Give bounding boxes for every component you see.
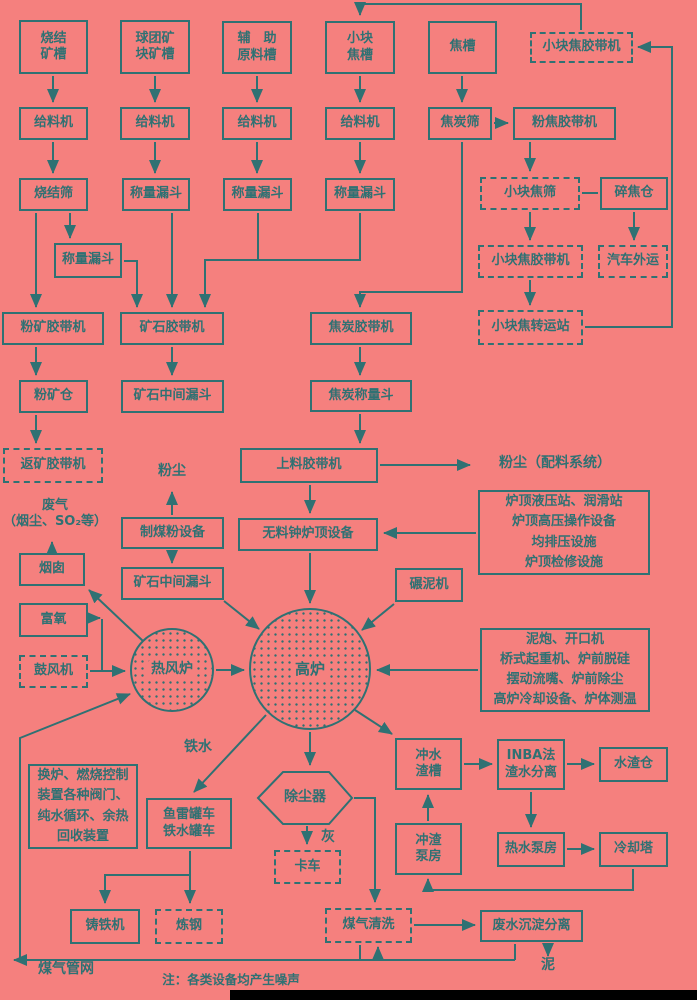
node-hot-water-pump-house: 热水泵房	[497, 832, 565, 867]
node-pellet-lump-ore-bin: 球团矿 块矿槽	[120, 20, 190, 74]
label-noise-note: 注：各类设备均产生噪声	[162, 972, 300, 988]
node-ore-middle-hopper-2: 矿石中间漏斗	[121, 567, 224, 600]
node-sinter-ore-bin: 烧结 矿槽	[19, 20, 88, 74]
node-feeder-2: 给料机	[120, 107, 190, 140]
node-stove-control-equipment: 换炉、燃烧控制 装置各种阀门、 纯水循环、余热 回收装置	[28, 764, 138, 849]
node-water-slag-bunker: 水渣仓	[599, 747, 668, 782]
node-feeder-4: 给料机	[325, 107, 395, 140]
node-ore-belt: 矿石胶带机	[120, 312, 224, 345]
node-feeder-3: 给料机	[222, 107, 292, 140]
node-bell-less-top-equipment: 无料钟炉顶设备	[238, 518, 378, 551]
node-oxygen-enrichment: 富氧	[19, 603, 88, 637]
node-small-coke-transfer-station: 小块焦转运站	[478, 310, 583, 345]
node-torpedo-ladle-car: 鱼雷罐车 铁水罐车	[146, 798, 232, 849]
label-waste-gas: 废气 （烟尘、SO₂等）	[2, 497, 108, 529]
node-fine-coke-belt: 粉焦胶带机	[513, 107, 616, 140]
node-small-coke-belt-top: 小块焦胶带机	[530, 32, 633, 63]
node-small-coke-screen: 小块焦筛	[480, 177, 580, 210]
node-return-ore-belt: 返矿胶带机	[3, 448, 103, 483]
node-truck-transport: 汽车外运	[598, 245, 668, 278]
node-pig-casting-machine: 铸铁机	[70, 909, 140, 944]
node-small-coke-bin: 小块 焦槽	[325, 21, 395, 74]
node-inba-slag-water-separation: INBA法 渣水分离	[497, 739, 565, 790]
node-feeder-1: 给料机	[19, 107, 88, 140]
node-chimney: 烟囱	[19, 553, 85, 586]
node-aux-material-bin: 辅 助 原料槽	[222, 21, 292, 74]
label-mud: 泥	[541, 957, 555, 974]
node-gas-cleaning: 煤气清洗	[325, 908, 412, 943]
label-gas-pipe-network: 煤气管网	[38, 961, 94, 978]
node-crushed-coke-bunker: 碎焦仓	[600, 177, 668, 210]
node-coal-powder-plant: 制煤粉设备	[121, 517, 224, 549]
node-weigh-hopper-1: 称量漏斗	[122, 178, 190, 211]
node-blower: 鼓风机	[19, 655, 88, 688]
node-dust-catcher: 除尘器	[284, 789, 326, 806]
node-coke-weigh-hopper: 焦炭称量斗	[310, 380, 412, 412]
label-dust-batching-system: 粉尘（配料系统）	[499, 455, 611, 472]
node-fine-ore-bunker: 粉矿仓	[19, 380, 88, 413]
label-hot-metal: 铁水	[184, 739, 212, 756]
label-ash: 灰	[321, 829, 335, 846]
node-sinter-screen: 烧结筛	[19, 178, 88, 211]
label-dust: 粉尘	[158, 463, 186, 480]
node-blast-furnace: 高炉	[249, 608, 371, 730]
node-coke-screen: 焦炭筛	[428, 107, 492, 140]
node-cooling-tower: 冷却塔	[599, 832, 668, 867]
node-furnace-front-equipment: 泥炮、开口机 桥式起重机、炉前脱硅 摆动流嘴、炉前除尘 高炉冷却设备、炉体测温	[480, 628, 650, 712]
node-slag-flush-tank: 冲水 渣槽	[395, 738, 462, 790]
node-steelmaking: 炼钢	[155, 909, 223, 944]
node-coke-bin: 焦槽	[428, 21, 497, 74]
node-weigh-hopper-3: 称量漏斗	[325, 178, 395, 211]
node-slag-flush-pump-house: 冲渣 泵房	[395, 823, 462, 875]
node-charging-belt: 上料胶带机	[240, 448, 378, 483]
node-furnace-top-equipment: 炉顶液压站、润滑站 炉顶高压操作设备 均排压设施 炉顶检修设施	[478, 490, 650, 575]
node-weigh-hopper-2: 称量漏斗	[223, 178, 292, 211]
node-fine-ore-belt: 粉矿胶带机	[2, 312, 104, 345]
node-coke-belt: 焦炭胶带机	[310, 312, 412, 345]
node-hot-blast-stove: 热风炉	[130, 628, 214, 712]
node-weigh-hopper-sinter: 称量漏斗	[54, 243, 122, 278]
node-mud-mill: 碾泥机	[395, 568, 463, 602]
node-ore-middle-hopper-1: 矿石中间漏斗	[121, 380, 224, 413]
footer-black-bar	[230, 990, 697, 1000]
node-truck: 卡车	[274, 850, 341, 884]
node-wastewater-settling-separation: 废水沉淀分离	[480, 910, 583, 942]
node-small-coke-belt-2: 小块焦胶带机	[478, 245, 583, 278]
